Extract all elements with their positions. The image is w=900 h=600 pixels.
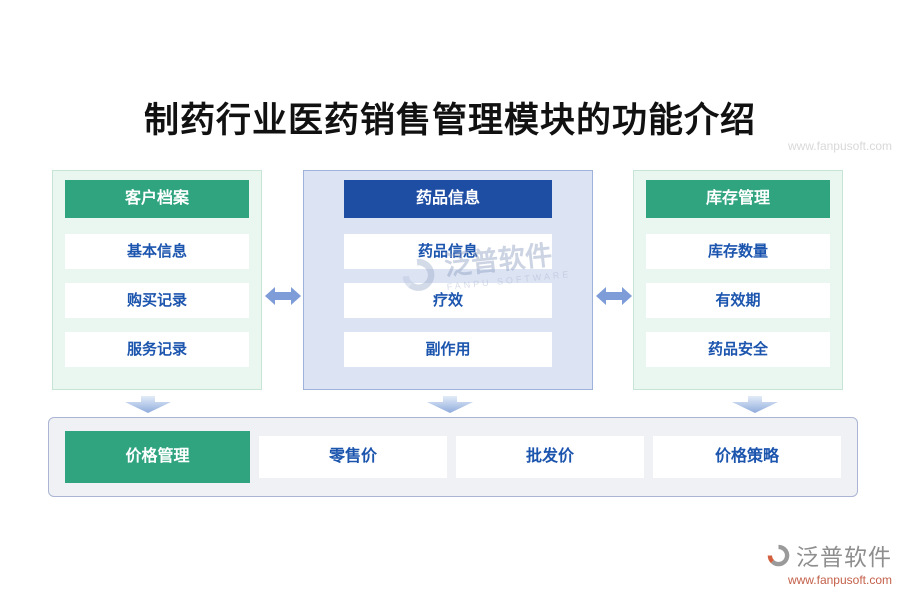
- panel-item-service-record: 服务记录: [65, 332, 249, 367]
- panel-drug-info: 药品信息 药品信息 疗效 副作用: [303, 170, 593, 390]
- panel-item-purchase-record: 购买记录: [65, 283, 249, 318]
- down-arrow-icon: [125, 396, 171, 413]
- double-arrow-icon: [265, 287, 301, 305]
- footer-logo: 泛普软件 www.fanpusoft.com: [765, 538, 892, 587]
- panel-item-basic-info: 基本信息: [65, 234, 249, 269]
- panel-item-drug-safety: 药品安全: [646, 332, 830, 367]
- bar-item-wholesale-price: 批发价: [456, 436, 644, 478]
- page-title: 制药行业医药销售管理模块的功能介绍: [143, 101, 756, 140]
- price-management-bar: 价格管理 零售价 批发价 价格策略: [48, 417, 858, 497]
- down-arrow-icon: [732, 396, 778, 413]
- panel-item-stock-quantity: 库存数量: [646, 234, 830, 269]
- fanpu-logo-icon: [767, 544, 790, 566]
- panel-item-efficacy: 疗效: [344, 283, 552, 318]
- panel-header-inventory-management: 库存管理: [646, 180, 830, 218]
- bar-item-retail-price: 零售价: [259, 436, 447, 478]
- footer-brand: 泛普软件: [796, 544, 892, 570]
- footer-url: www.fanpusoft.com: [787, 573, 892, 587]
- panel-item-expiry-date: 有效期: [646, 283, 830, 318]
- panel-item-drug-info: 药品信息: [344, 234, 552, 269]
- panel-header-drug-info: 药品信息: [344, 180, 552, 218]
- double-arrow-icon: [596, 287, 632, 305]
- down-arrow-icon: [427, 396, 473, 413]
- top-watermark: www.fanpusoft.com: [787, 139, 892, 153]
- bar-item-price-strategy: 价格策略: [653, 436, 841, 478]
- panel-inventory-management: 库存管理 库存数量 有效期 药品安全: [633, 170, 843, 390]
- panel-customer-archive: 客户档案 基本信息 购买记录 服务记录: [52, 170, 262, 390]
- panel-item-side-effects: 副作用: [344, 332, 552, 367]
- panel-header-customer-archive: 客户档案: [65, 180, 249, 218]
- bar-header-price-management: 价格管理: [65, 431, 250, 483]
